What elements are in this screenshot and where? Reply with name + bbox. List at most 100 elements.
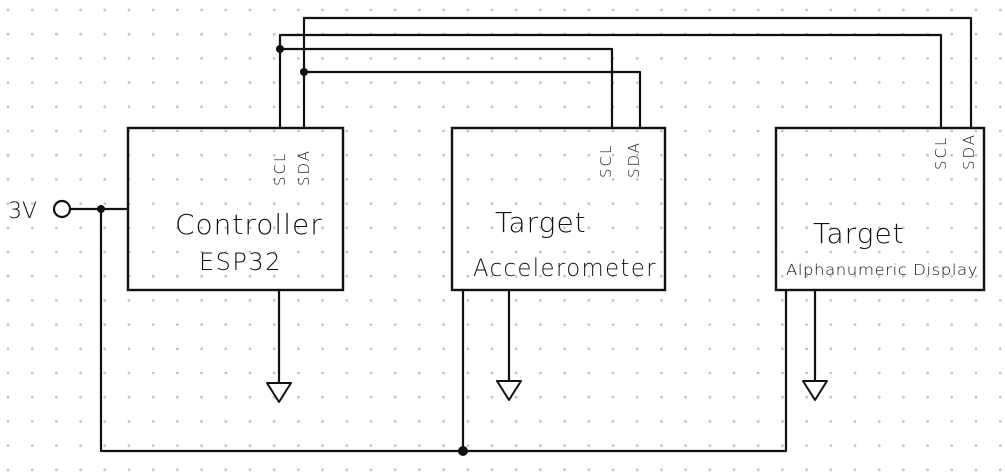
grid-dot <box>974 57 978 60</box>
grid-dot <box>684 57 687 60</box>
grid-dot <box>345 153 349 157</box>
grid-dot <box>950 274 954 278</box>
grid-dot <box>297 395 300 399</box>
grid-dot <box>684 105 687 109</box>
grid-dot <box>321 420 324 423</box>
grid-dot <box>514 299 518 302</box>
grid-dot <box>853 178 857 181</box>
grid-dot <box>635 274 639 278</box>
grid-dot <box>345 105 349 109</box>
grid-dot <box>176 371 179 375</box>
grid-dot <box>950 81 954 84</box>
grid-dot <box>345 129 349 133</box>
grid-dot <box>877 371 881 375</box>
grid-dot <box>103 81 107 84</box>
grid-dot <box>103 250 107 254</box>
grid-dot <box>248 32 252 36</box>
grid-dot <box>853 274 857 278</box>
grid-dot <box>684 81 687 84</box>
grid-dot <box>176 105 179 109</box>
grid-dot <box>998 32 1002 36</box>
grid-dot <box>151 178 155 181</box>
grid-dot <box>369 153 373 157</box>
grid-dot <box>79 178 82 181</box>
grid-dot <box>418 323 421 326</box>
grid-dot <box>563 129 566 133</box>
grid-dot <box>272 153 276 157</box>
grid-dot <box>418 178 421 181</box>
grid-dot <box>418 8 421 12</box>
grid-dot <box>950 299 954 302</box>
grid-dot <box>297 153 300 157</box>
grid-dot <box>418 202 421 206</box>
grid-dot <box>950 202 954 206</box>
grid-dot <box>998 420 1002 423</box>
grid-dot <box>321 299 324 302</box>
grid-dot <box>539 57 542 60</box>
grid-dot <box>877 299 881 302</box>
grid-dot <box>587 226 591 230</box>
grid-dot <box>926 226 929 230</box>
grid-dot <box>200 81 204 84</box>
grid-dot <box>55 129 58 133</box>
grid-dot <box>297 8 300 12</box>
grid-dot <box>732 468 736 472</box>
grid-dot <box>514 444 518 447</box>
grid-dot <box>950 250 954 254</box>
grid-dot <box>998 129 1002 133</box>
grid-dot <box>6 395 10 399</box>
grid-dot <box>393 420 397 423</box>
grid-dot <box>660 420 663 423</box>
grid-dot <box>393 8 397 12</box>
grid-dot <box>805 57 808 60</box>
grid-dot <box>321 347 324 351</box>
grid-dot <box>6 444 10 447</box>
grid-dot <box>926 444 929 447</box>
grid-dot <box>781 105 784 109</box>
grid-dot <box>30 323 34 326</box>
grid-dot <box>514 323 518 326</box>
grid-dot <box>30 105 34 109</box>
grid-dot <box>805 8 808 12</box>
grid-dot <box>781 226 784 230</box>
grid-dot <box>635 8 639 12</box>
grid-dot <box>926 105 929 109</box>
grid-dot <box>369 299 373 302</box>
grid-dot <box>684 8 687 12</box>
grid-dot <box>514 202 518 206</box>
grid-dot <box>442 347 445 351</box>
block-display-outline <box>774 126 986 292</box>
grid-dot <box>756 202 760 206</box>
grid-dot <box>224 8 228 12</box>
grid-dot <box>176 202 179 206</box>
grid-dot <box>151 105 155 109</box>
grid-dot <box>805 371 808 375</box>
grid-dot <box>950 323 954 326</box>
grid-dot <box>539 129 542 133</box>
grid-dot <box>224 420 228 423</box>
grid-dot <box>805 347 808 351</box>
grid-dot <box>6 153 10 157</box>
grid-dot <box>684 371 687 375</box>
supply-terminal-icon <box>52 199 72 219</box>
grid-dot <box>345 8 349 12</box>
grid-dot <box>660 8 663 12</box>
grid-dot <box>514 371 518 375</box>
grid-dot <box>853 420 857 423</box>
grid-dot <box>418 274 421 278</box>
grid-dot <box>200 129 204 133</box>
grid-dot <box>297 250 300 254</box>
grid-dot <box>902 105 905 109</box>
grid-dot <box>151 299 155 302</box>
grid-dot <box>369 395 373 399</box>
supply-label: 3V <box>8 199 37 224</box>
grid-dot <box>79 32 82 36</box>
grid-dot <box>466 468 470 472</box>
grid-dot <box>297 299 300 302</box>
grid-dot <box>974 395 978 399</box>
grid-dot <box>466 274 470 278</box>
grid-dot <box>563 202 566 206</box>
grid-dot <box>902 153 905 157</box>
grid-dot <box>176 226 179 230</box>
grid-dot <box>466 57 470 60</box>
